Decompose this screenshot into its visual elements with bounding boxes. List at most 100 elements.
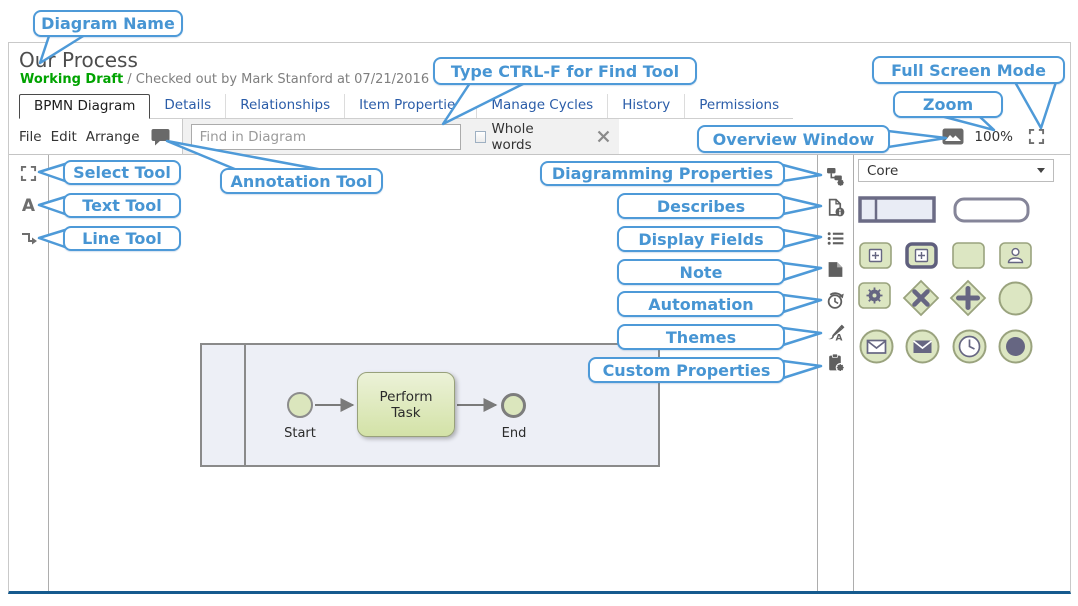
tab-item-properties[interactable]: Item Properties bbox=[345, 94, 478, 118]
line-tool-button[interactable] bbox=[19, 230, 39, 248]
palette-shape-message-throw-event[interactable] bbox=[904, 328, 941, 365]
text-tool-button[interactable]: A bbox=[19, 197, 39, 215]
service-task-icon bbox=[858, 282, 891, 309]
diagramming-properties-button[interactable] bbox=[826, 167, 846, 186]
tab-bar: BPMN Diagram Details Relationships Item … bbox=[19, 94, 794, 119]
overview-image-icon bbox=[942, 128, 964, 145]
display-fields-button[interactable] bbox=[826, 229, 846, 247]
palette-shape-exclusive-gateway[interactable] bbox=[902, 279, 940, 317]
end-event-label: End bbox=[501, 426, 527, 441]
line-connector-icon bbox=[21, 233, 37, 245]
callout-annotation-tool: Annotation Tool bbox=[220, 168, 383, 194]
palette-shape-subprocess[interactable] bbox=[859, 242, 892, 269]
palette-shape-timer-event[interactable] bbox=[951, 328, 988, 365]
shape-palette-panel: Core bbox=[854, 155, 1070, 591]
start-event-icon bbox=[998, 281, 1033, 316]
menu-file[interactable]: File bbox=[19, 128, 42, 145]
zoom-level[interactable]: 100% bbox=[974, 128, 1013, 145]
automation-button[interactable] bbox=[826, 291, 846, 309]
callout-diagram-name: Diagram Name bbox=[33, 10, 183, 37]
callout-find-tool: Type CTRL-F for Find Tool bbox=[433, 57, 697, 85]
palette-category-value: Core bbox=[867, 162, 899, 179]
status-detail: / Checked out by Mark Stanford at 07/21/… bbox=[127, 72, 515, 87]
note-icon bbox=[828, 261, 843, 277]
callout-note: Note bbox=[617, 259, 785, 285]
left-toolbar: A bbox=[9, 155, 49, 591]
tab-details[interactable]: Details bbox=[150, 94, 227, 118]
close-icon bbox=[597, 130, 609, 143]
pool-lane-divider bbox=[244, 345, 246, 465]
full-screen-button[interactable] bbox=[1028, 128, 1045, 145]
status-line: Working Draft/ Checked out by Mark Stanf… bbox=[20, 72, 515, 87]
custom-properties-button[interactable] bbox=[826, 353, 846, 372]
parallel-gateway-icon bbox=[949, 279, 987, 317]
palette-shape-pool[interactable] bbox=[858, 196, 936, 223]
start-event-node[interactable] bbox=[287, 392, 313, 418]
diagramming-properties-icon bbox=[827, 167, 844, 186]
callout-full-screen-mode: Full Screen Mode bbox=[872, 56, 1065, 84]
chevron-down-icon bbox=[1037, 168, 1045, 173]
tab-manage-cycles[interactable]: Manage Cycles bbox=[477, 94, 609, 118]
menu-bar: File Edit Arrange Whole words bbox=[9, 118, 1070, 155]
describes-button[interactable] bbox=[826, 198, 846, 216]
message-start-event-icon bbox=[859, 329, 894, 364]
display-fields-icon bbox=[827, 231, 844, 245]
whole-words-checkbox[interactable] bbox=[474, 130, 487, 143]
themes-icon: A bbox=[828, 324, 845, 341]
find-close-button[interactable] bbox=[596, 129, 611, 144]
tab-permissions[interactable]: Permissions bbox=[699, 97, 780, 113]
subprocess-icon bbox=[859, 242, 892, 269]
workspace: A bbox=[9, 155, 1070, 591]
rounded-rectangle-icon bbox=[953, 197, 1030, 223]
svg-text:A: A bbox=[836, 333, 843, 341]
palette-category-select[interactable]: Core bbox=[858, 159, 1054, 182]
find-panel: Whole words bbox=[182, 119, 619, 154]
end-event-node[interactable] bbox=[501, 393, 526, 418]
note-button[interactable] bbox=[826, 260, 846, 278]
overview-window-button[interactable] bbox=[942, 128, 964, 145]
palette-shape-user-task[interactable] bbox=[999, 242, 1032, 269]
describes-icon bbox=[828, 198, 845, 216]
find-input[interactable] bbox=[190, 123, 461, 150]
palette-shape-message-start-event[interactable] bbox=[858, 328, 895, 365]
text-tool-icon: A bbox=[21, 195, 36, 216]
palette-shape-task[interactable] bbox=[952, 242, 985, 269]
timer-event-icon bbox=[952, 329, 987, 364]
app-window: Our Process Working Draft/ Checked out b… bbox=[8, 42, 1071, 594]
palette-shape-parallel-gateway[interactable] bbox=[949, 279, 987, 317]
menu-arrange[interactable]: Arrange bbox=[85, 128, 140, 145]
task-node[interactable]: Perform Task bbox=[357, 372, 455, 437]
user-task-icon bbox=[999, 242, 1032, 269]
palette-shape-rounded-rectangle[interactable] bbox=[953, 197, 1030, 223]
select-marquee-icon bbox=[20, 165, 37, 181]
whole-words-label: Whole words bbox=[491, 120, 534, 153]
annotation-tool-button[interactable] bbox=[150, 127, 172, 147]
tab-relationships[interactable]: Relationships bbox=[226, 94, 346, 118]
task-icon bbox=[952, 242, 985, 269]
fullscreen-icon bbox=[1028, 128, 1045, 145]
pool-shape-icon bbox=[858, 196, 936, 223]
tab-bpmn-diagram[interactable]: BPMN Diagram bbox=[19, 94, 151, 119]
menu-edit[interactable]: Edit bbox=[50, 128, 77, 145]
exclusive-gateway-icon bbox=[902, 279, 940, 317]
tab-history[interactable]: History bbox=[608, 94, 686, 118]
callout-describes: Describes bbox=[617, 193, 785, 219]
palette-shape-service-task[interactable] bbox=[858, 282, 891, 309]
callout-overview-window: Overview Window bbox=[697, 125, 890, 153]
start-event-label: Start bbox=[284, 426, 316, 441]
callout-line-tool: Line Tool bbox=[63, 226, 181, 251]
shape-grid bbox=[858, 195, 1058, 385]
automation-icon bbox=[827, 291, 844, 309]
callout-automation: Automation bbox=[617, 291, 785, 317]
select-tool-button[interactable] bbox=[19, 164, 39, 182]
callout-select-tool: Select Tool bbox=[63, 160, 181, 185]
callout-display-fields: Display Fields bbox=[617, 226, 785, 252]
palette-shape-call-activity[interactable] bbox=[905, 242, 938, 269]
callout-custom-properties: Custom Properties bbox=[588, 357, 785, 383]
end-event-icon bbox=[998, 329, 1033, 364]
palette-shape-start-event[interactable] bbox=[997, 280, 1034, 317]
palette-shape-end-event[interactable] bbox=[997, 328, 1034, 365]
themes-button[interactable]: A bbox=[826, 322, 846, 341]
speech-bubble-icon bbox=[151, 129, 170, 146]
page-title: Our Process bbox=[19, 48, 138, 72]
